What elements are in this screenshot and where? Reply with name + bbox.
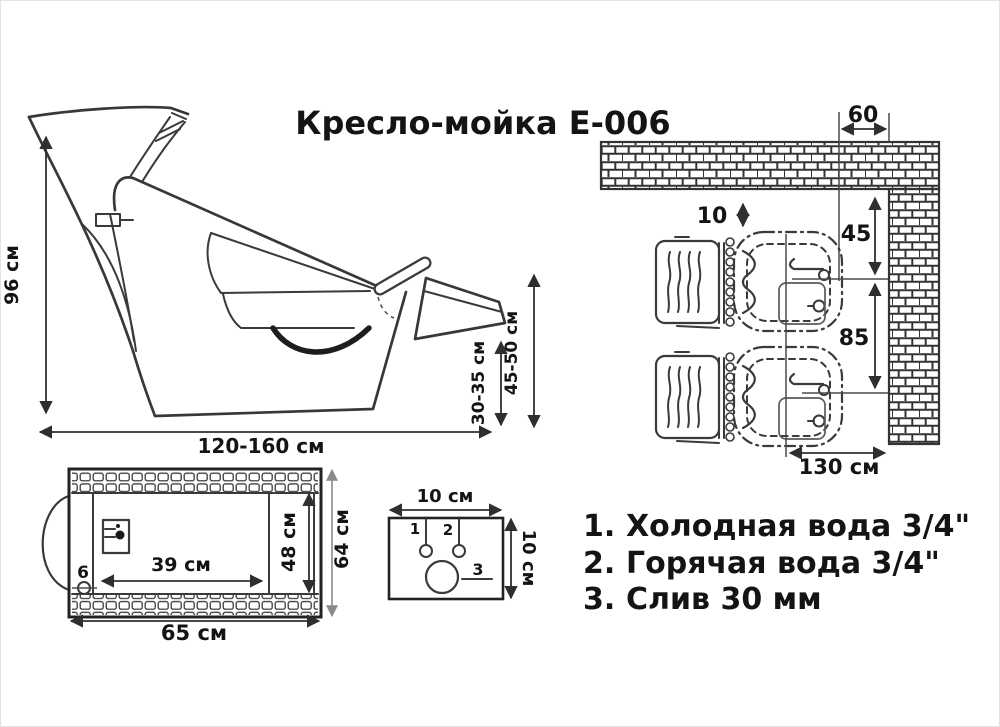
page-title: Кресло-мойка E-006 [295,104,670,142]
legend-item-1-label: Холодная вода 3/4" [626,509,970,544]
armrest-pad-top [72,472,318,493]
height-adjuster [95,213,121,227]
dim-wheel-offset-label: 6 [77,563,89,583]
base-top-view: 6 39 см 48 см 64 см 65 см [41,467,353,645]
wall-horizontal [599,140,941,191]
legend-item-3-label: Слив 30 мм [626,582,822,617]
footrest [413,276,507,341]
dim-back-gap-label: 10 [697,204,728,229]
legend-item-1-num: 1. [583,509,615,544]
top-view-room: 60 10 45 85 130 см [599,103,941,479]
faucet [129,116,186,183]
legend-item-2-num: 2. [583,546,615,581]
dim-seat-height-label: 30-35 см [469,341,489,425]
dim-wall-to-center-label: 45 [841,222,872,247]
dim-height-label: 96 см [1,245,23,305]
dim-seat-depth-label: 48 см [278,512,300,572]
legend-item-3-num: 3. [583,582,615,617]
drain-outlet [424,559,460,595]
cold-water-outlet [419,544,433,558]
dim-depth-label: 130 см [799,455,880,479]
armrest-pad-bottom [72,594,318,615]
panel-point3-label: 3 [472,560,483,579]
hot-water-outlet [452,544,466,558]
connection-panel: 1 2 3 10 см 10 см [387,486,539,601]
control-box [101,518,131,555]
legend-item-2-label: Горячая вода 3/4" [626,546,940,581]
wall-vertical [887,187,941,446]
legend: 1. Холодная вода 3/4" 2. Горячая вода 3/… [583,509,970,617]
armrest-hoop [270,325,372,355]
panel-point1-label: 1 [410,520,420,538]
dim-between-chairs-label: 85 [839,326,870,351]
washing-unit-top-1 [654,230,844,333]
dim-wall-offset-label: 60 [848,103,879,128]
dim-base-depth-label: 64 см [331,509,353,569]
dim-footrest-height-label: 45-50 см [502,311,522,395]
washing-unit-top-2 [654,345,844,448]
dim-panel-width-label: 10 см [417,486,474,507]
dim-length-label: 120-160 см [198,434,325,458]
dim-panel-height-label: 10 см [518,530,539,587]
dim-base-width-label: 65 см [161,621,227,645]
side-view-chair: 96 см 120-160 см 30-35 см 45-50 см [1,105,541,458]
dim-seat-width-label: 39 см [151,554,211,576]
panel-point2-label: 2 [443,521,453,539]
